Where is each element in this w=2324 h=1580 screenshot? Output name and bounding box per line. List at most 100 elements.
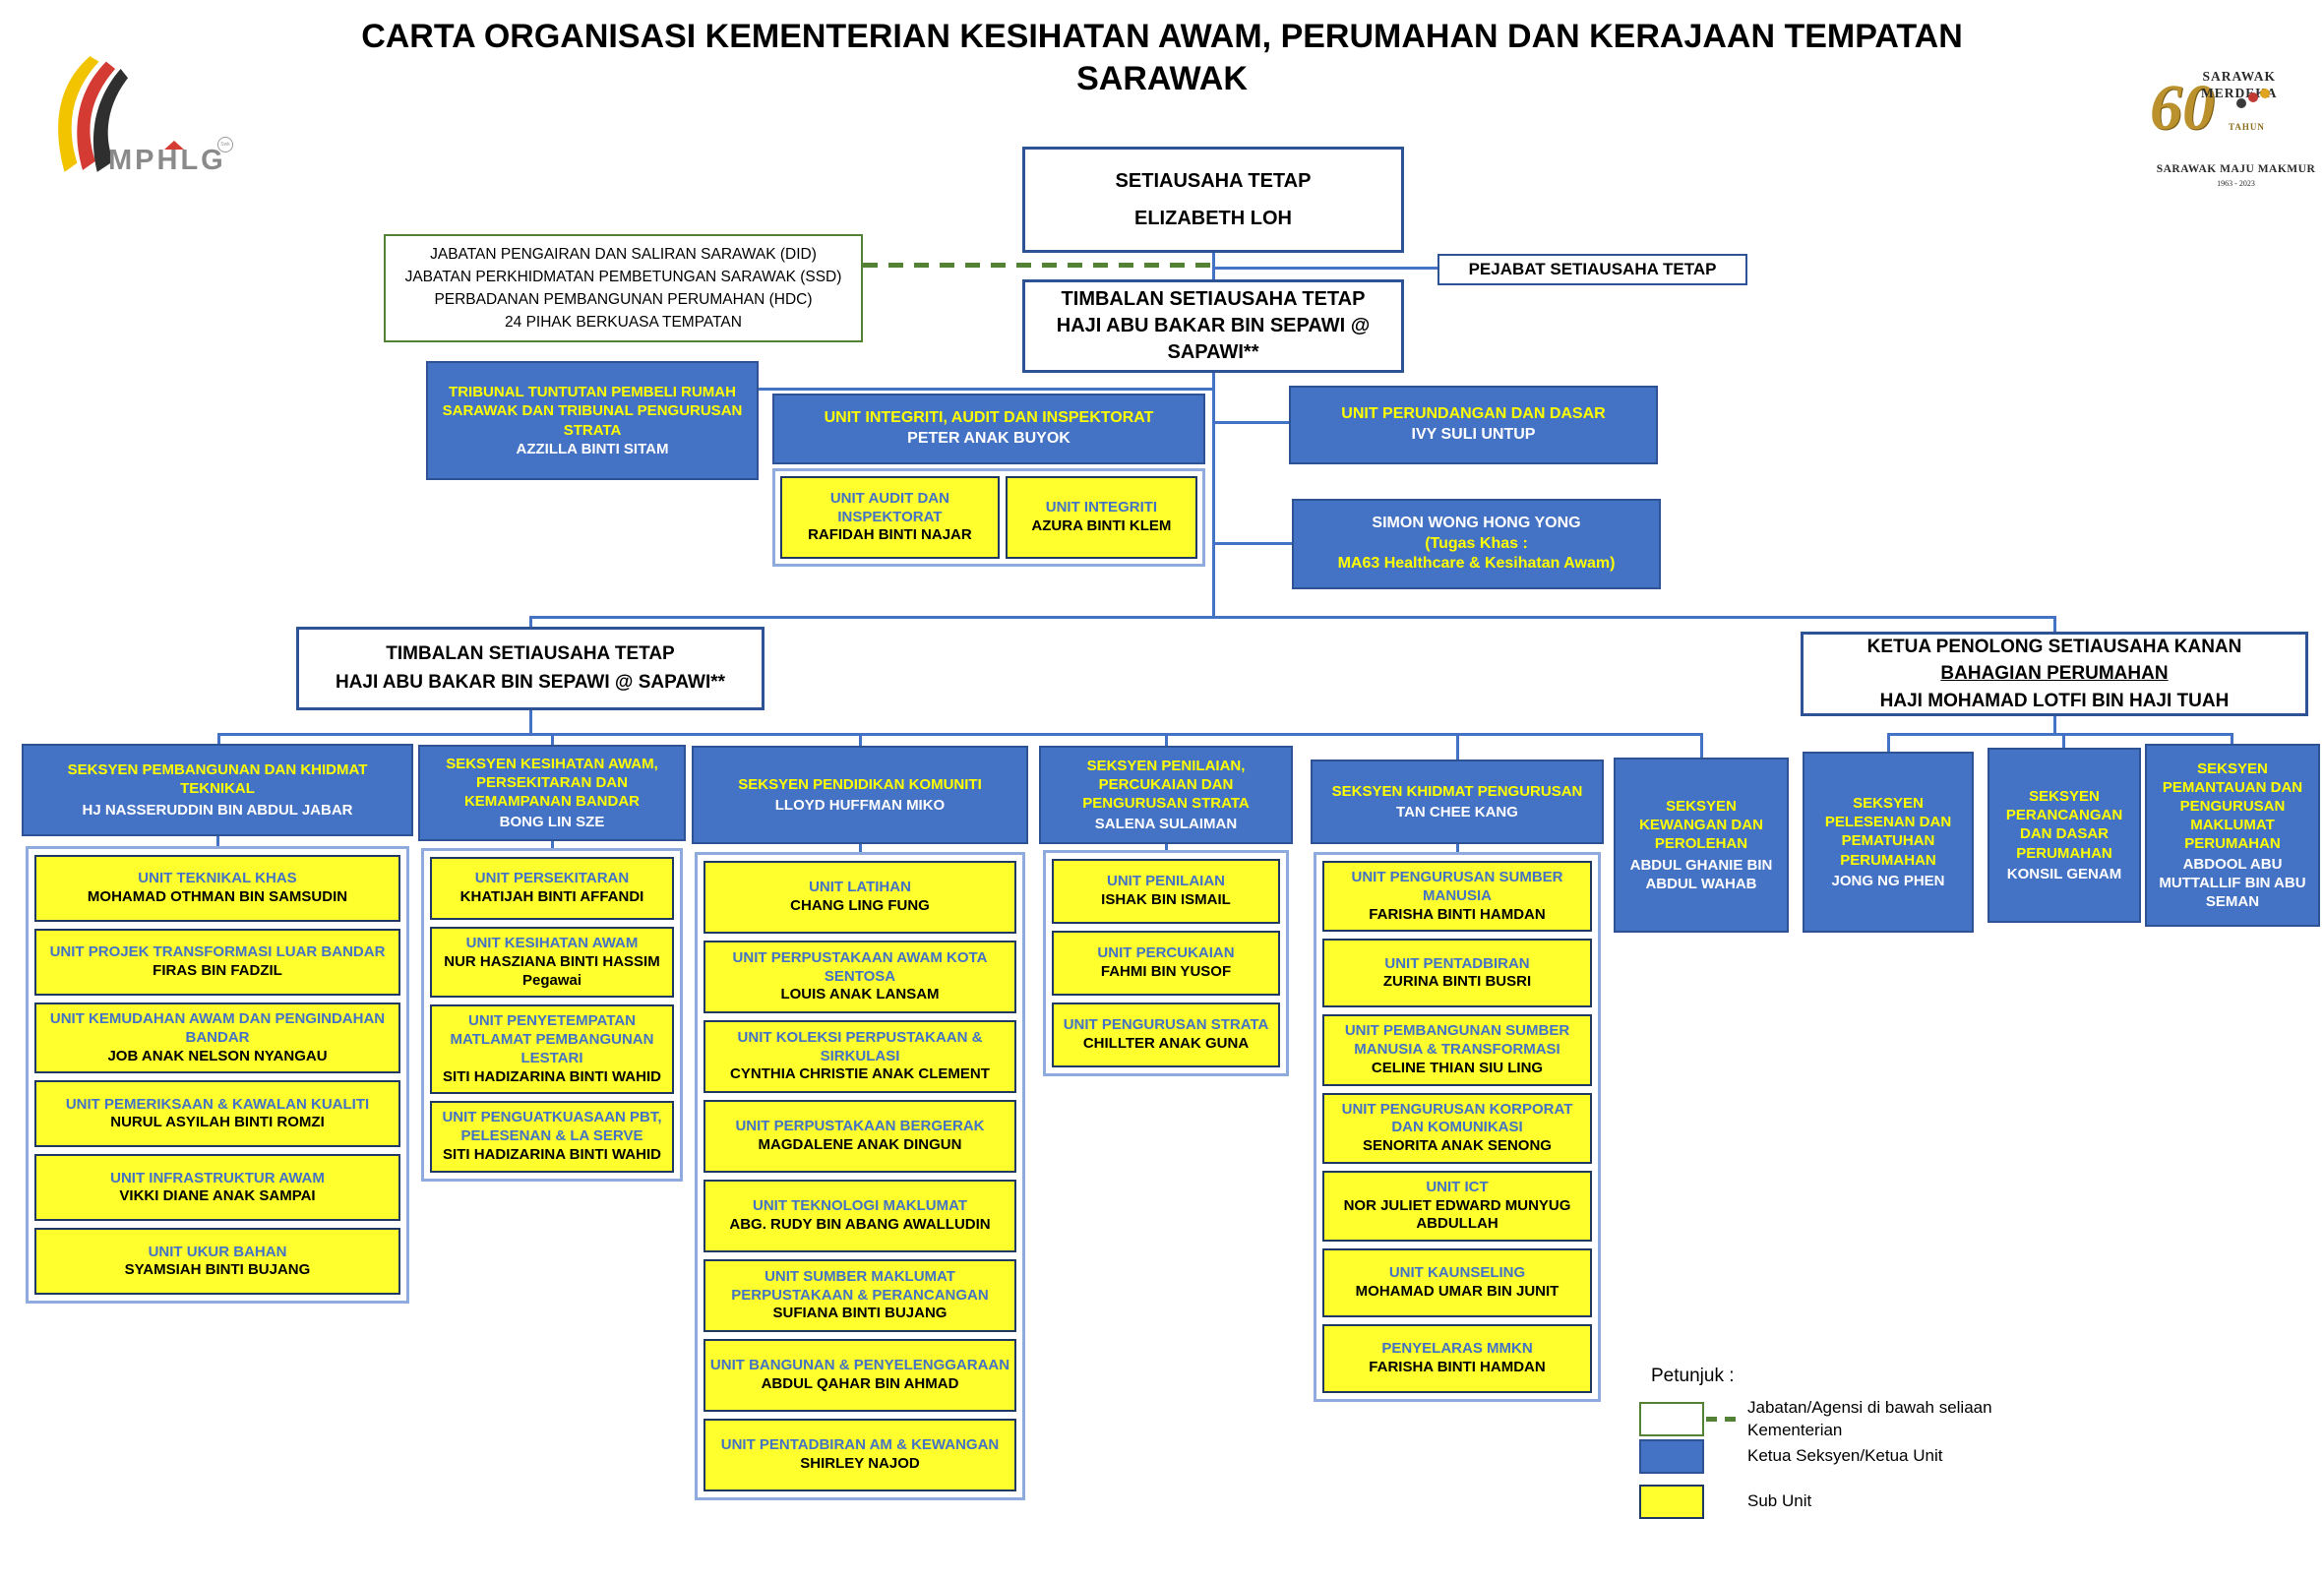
connector-line [759, 388, 1213, 391]
subunit-name: ABG. RUDY BIN ABANG AWALLUDIN [729, 1216, 991, 1233]
agency-line: JABATAN PERKHIDMATAN PEMBETUNGAN SARAWAK… [404, 268, 842, 285]
subunit-name: NURUL ASYILAH BINTI ROMZI [110, 1114, 325, 1131]
section-header-1: SEKSYEN KESIHATAN AWAM, PERSEKITARAN DAN… [418, 745, 686, 841]
subunit-name: SUFIANA BINTI BUJANG [772, 1305, 948, 1322]
post-name: HAJI MOHAMAD LOTFI BIN HAJI TUAH [1879, 690, 2230, 711]
section-head-name: ABDUL GHANIE BIN ABDUL WAHAB [1629, 856, 1773, 892]
unit-head-name: PETER ANAK BUYOK [907, 430, 1070, 447]
tugas-khas-box: SIMON WONG HONG YONG (Tugas Khas : MA63 … [1292, 499, 1661, 589]
section-header-0: SEKSYEN PEMBANGUNAN DAN KHIDMAT TEKNIKAL… [22, 744, 413, 836]
subunit-name: VIKKI DIANE ANAK SAMPAI [119, 1187, 316, 1205]
subunit-name: MOHAMAD OTHMAN BIN SAMSUDIN [87, 888, 348, 905]
subunit-title: UNIT PERSEKITARAN [474, 870, 630, 887]
connector-line [1887, 733, 2233, 736]
connector-line [529, 616, 532, 630]
subunit-name: SHIRLEY NAJOD [800, 1455, 920, 1472]
legend-item-section: Ketua Seksyen/Ketua Unit [1639, 1439, 2023, 1474]
mphlg-sup-mark: Swk [217, 137, 233, 152]
section-head-name: JONG NG PHEN [1831, 872, 1945, 889]
legend-item-subunit: Sub Unit [1639, 1485, 2023, 1519]
connector-line [529, 616, 2056, 619]
merdeka-dot-red-icon [2248, 92, 2258, 102]
post-title: TIMBALAN SETIAUSAHA TETAP [1061, 288, 1366, 310]
section-title: SEKSYEN PEMBANGUNAN DAN KHIDMAT TEKNIKAL [67, 761, 368, 798]
section-head-name: SALENA SULAIMAN [1094, 816, 1238, 833]
legend-item-agency: Jabatan/Agensi di bawah seliaan Kementer… [1639, 1397, 2023, 1442]
merdeka-years: 1963 - 2023 [2217, 179, 2255, 188]
subunit-box: UNIT SUMBER MAKLUMAT PERPUSTAKAAN & PERA… [703, 1259, 1016, 1332]
subunit-box: UNIT KEMUDAHAN AWAM DAN PENGINDAHAN BAND… [34, 1003, 400, 1074]
legend-heading: Petunjuk : [1651, 1366, 1735, 1386]
subunit-title: UNIT KESIHATAN AWAM [465, 935, 639, 951]
subunit-box: UNIT PENGUATKUASAAN PBT, PELESENAN & LA … [430, 1101, 674, 1173]
subunit-name: RAFIDAH BINTI NAJAR [808, 526, 972, 544]
mphlg-roof-icon [164, 141, 184, 150]
connector-line [551, 839, 554, 850]
subunit-name: FARISHA BINTI HAMDAN [1369, 1359, 1546, 1375]
subunit-title: UNIT INTEGRITI [1045, 499, 1158, 517]
subunit-name: CELINE THIAN SIU LING [1371, 1059, 1544, 1076]
subunit-name: ZURINA BINTI BUSRI [1382, 973, 1532, 991]
section-head-name: ABDOOL ABU MUTTALLIF BIN ABU SEMAN [2159, 856, 2306, 911]
post-title: SETIAUSAHA TETAP [1115, 170, 1312, 192]
subunit-name: NUR HASZIANA BINTI HASSIM [444, 952, 660, 970]
subunit-title: UNIT PENTADBIRAN AM & KEWANGAN [720, 1436, 1000, 1454]
officer-name: SIMON WONG HONG YONG [1372, 514, 1581, 531]
merdeka-title-line1: SARAWAK [2202, 69, 2276, 84]
connector-line [216, 834, 219, 848]
subunit-title: UNIT TEKNOLOGI MAKLUMAT [752, 1197, 968, 1215]
post-title: KETUA PENOLONG SETIAUSAHA KANAN [1866, 636, 2242, 657]
connector-line [1700, 733, 1703, 770]
subunit-title: UNIT TEKNIKAL KHAS [138, 870, 297, 887]
section-title: SEKSYEN PENDIDIKAN KOMUNITI [738, 775, 982, 793]
connector-line [1212, 421, 1290, 424]
legend-agency-swatch-icon [1639, 1402, 1704, 1437]
merdeka-tahun-label: TAHUN [2229, 122, 2265, 132]
subunit-name: SENORITA ANAK SENONG [1363, 1137, 1552, 1154]
merdeka-dot-gold-icon [2260, 89, 2270, 98]
subunit-name: FIRAS BIN FADZIL [153, 962, 282, 979]
connector-line [529, 710, 532, 736]
post-name: ELIZABETH LOH [1134, 208, 1292, 229]
legend-spacer [1704, 1485, 1747, 1519]
connector-line [2053, 616, 2056, 634]
subunit-title: UNIT PERCUKAIAN [1097, 944, 1235, 962]
office-title: PEJABAT SETIAUSAHA TETAP [1468, 260, 1717, 278]
setiausaha-tetap-box: SETIAUSAHA TETAP ELIZABETH LOH [1022, 147, 1404, 253]
merdeka-motto: SARAWAK MAJU MAKMUR [2156, 163, 2316, 175]
subunit-box: UNIT PENYETEMPATAN MATLAMAT PEMBANGUNAN … [430, 1004, 674, 1095]
mphlg-wordmark: MPHLG [108, 145, 226, 176]
subunit-title: UNIT PROJEK TRANSFORMASI LUAR BANDAR [49, 943, 386, 961]
subunit-name: NOR JULIET EDWARD MUNYUG ABDULLAH [1343, 1196, 1571, 1233]
post-subtitle: BAHAGIAN PERUMAHAN [1940, 663, 2169, 685]
unit-integriti-audit-box: UNIT INTEGRITI, AUDIT DAN INSPEKTORAT PE… [772, 394, 1205, 464]
subunit-title: UNIT SUMBER MAKLUMAT PERPUSTAKAAN & PERA… [731, 1267, 989, 1304]
connector-line [1212, 373, 1215, 617]
section-header-6: SEKSYEN PELESENAN DAN PEMATUHAN PERUMAHA… [1803, 752, 1974, 933]
subunit-box: UNIT INTEGRITI AZURA BINTI KLEM [1005, 476, 1197, 559]
unit-head-name: AZZILLA BINTI SITAM [516, 440, 669, 457]
connector-line [1456, 733, 1459, 772]
subunit-title: UNIT PENGUATKUASAAN PBT, PELESENAN & LA … [442, 1109, 662, 1144]
subunit-title: UNIT PENGURUSAN SUMBER MANUSIA [1351, 869, 1563, 904]
mphlg-swoosh-icon [58, 56, 128, 172]
subunit-name: ABDUL QAHAR BIN AHMAD [761, 1375, 959, 1392]
legend-spacer [1704, 1439, 1747, 1474]
merdeka-60-icon: 60 [2150, 72, 2215, 144]
legend-section-swatch-icon [1639, 1439, 1704, 1474]
section-head-name: TAN CHEE KANG [1396, 804, 1518, 820]
subunit-name: LOUIS ANAK LANSAM [780, 986, 940, 1003]
